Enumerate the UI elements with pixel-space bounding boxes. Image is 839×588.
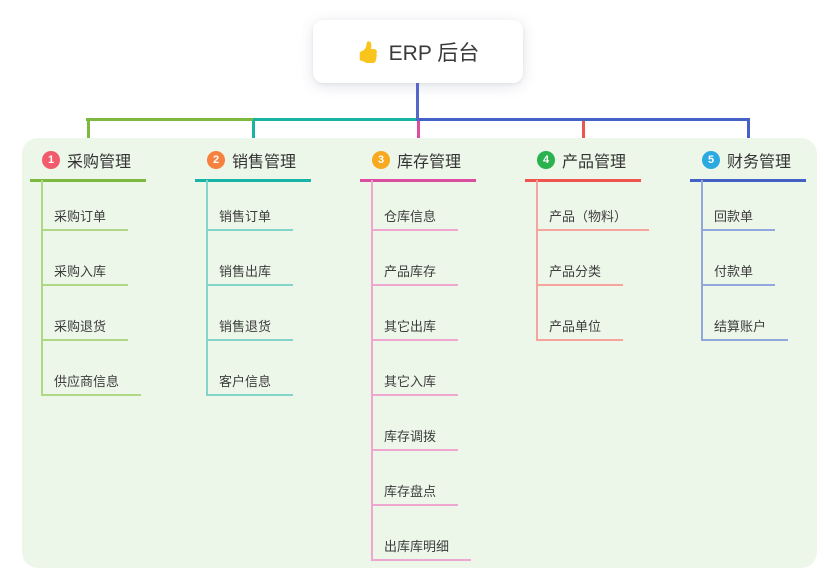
child-node-label: 产品单位 <box>549 319 602 334</box>
child-node-branch-1-item-4[interactable]: 供应商信息 <box>41 369 142 396</box>
branch-number-badge-1: 1 <box>42 151 60 169</box>
child-node-branch-3-item-4[interactable]: 其它入库 <box>371 369 459 396</box>
child-node-label: 销售订单 <box>219 209 272 224</box>
connector-drop-branch-3 <box>416 118 420 144</box>
child-node-label: 采购入库 <box>54 264 107 279</box>
child-node-branch-3-item-5[interactable]: 库存调拨 <box>371 424 459 451</box>
connector-rail-right-blue <box>416 118 750 121</box>
branch-group-5: 5 财务管理回款单付款单结算账户 <box>690 138 806 568</box>
child-node-label: 产品库存 <box>384 264 437 279</box>
connector-drop-branch-5 <box>746 118 750 144</box>
root-title: ERP 后台 <box>388 41 480 65</box>
connector-rail-left-green <box>86 118 255 121</box>
branch-trunk-line-3 <box>371 180 373 561</box>
child-node-label: 其它出库 <box>384 319 437 334</box>
connector-drop-branch-4 <box>581 118 585 144</box>
child-node-label: 结算账户 <box>714 319 767 334</box>
child-node-label: 采购退货 <box>54 319 107 334</box>
branch-number-badge-3: 3 <box>372 151 390 169</box>
branch-trunk-line-2 <box>206 180 208 396</box>
branch-title-label: 产品管理 <box>562 154 627 171</box>
child-node-branch-4-item-3[interactable]: 产品单位 <box>536 314 624 341</box>
branch-title-label: 采购管理 <box>67 154 132 171</box>
branch-node-3[interactable]: 3 库存管理 <box>360 148 476 182</box>
child-node-branch-2-item-1[interactable]: 销售订单 <box>206 204 294 231</box>
child-node-branch-5-item-2[interactable]: 付款单 <box>701 259 776 286</box>
connector-drop-branch-1 <box>86 118 90 144</box>
mindmap-canvas: 1 采购管理采购订单采购入库采购退货供应商信息 2 销售管理销售订单销售出库销售退货客… <box>22 138 817 568</box>
child-node-branch-1-item-2[interactable]: 采购入库 <box>41 259 129 286</box>
branch-number-badge-5: 5 <box>702 151 720 169</box>
connector-rail-mid-teal <box>253 118 419 121</box>
child-node-branch-3-item-3[interactable]: 其它出库 <box>371 314 459 341</box>
branch-title-label: 库存管理 <box>397 154 462 171</box>
child-node-label: 销售出库 <box>219 264 272 279</box>
child-node-branch-4-item-2[interactable]: 产品分类 <box>536 259 624 286</box>
branch-number-badge-2: 2 <box>207 151 225 169</box>
child-node-branch-1-item-1[interactable]: 采购订单 <box>41 204 129 231</box>
connector-drop-branch-2 <box>251 118 255 144</box>
child-node-branch-2-item-2[interactable]: 销售出库 <box>206 259 294 286</box>
branch-group-2: 2 销售管理销售订单销售出库销售退货客户信息 <box>195 138 311 568</box>
branch-number-badge-4: 4 <box>537 151 555 169</box>
child-node-label: 出库库明细 <box>384 539 450 554</box>
child-node-branch-5-item-1[interactable]: 回款单 <box>701 204 776 231</box>
child-node-branch-2-item-4[interactable]: 客户信息 <box>206 369 294 396</box>
child-node-branch-3-item-2[interactable]: 产品库存 <box>371 259 459 286</box>
child-node-label: 库存盘点 <box>384 484 437 499</box>
branch-node-5[interactable]: 5 财务管理 <box>690 148 806 182</box>
child-node-label: 仓库信息 <box>384 209 437 224</box>
branch-group-1: 1 采购管理采购订单采购入库采购退货供应商信息 <box>30 138 146 568</box>
child-node-branch-3-item-1[interactable]: 仓库信息 <box>371 204 459 231</box>
branch-trunk-line-5 <box>701 180 703 341</box>
child-node-branch-1-item-3[interactable]: 采购退货 <box>41 314 129 341</box>
child-node-label: 付款单 <box>714 264 754 279</box>
child-node-label: 销售退货 <box>219 319 272 334</box>
child-node-label: 供应商信息 <box>54 374 120 389</box>
child-node-branch-5-item-3[interactable]: 结算账户 <box>701 314 789 341</box>
child-node-branch-4-item-1[interactable]: 产品（物料） <box>536 204 650 231</box>
branch-group-4: 4 产品管理产品（物料） 产品分类产品单位 <box>525 138 650 568</box>
child-node-branch-3-item-7[interactable]: 出库库明细 <box>371 534 472 561</box>
root-node[interactable]: ERP 后台 <box>313 20 523 83</box>
branch-trunk-line-1 <box>41 180 43 396</box>
connector-root-drop <box>415 83 419 121</box>
branch-group-3: 3 库存管理仓库信息产品库存其它出库其它入库库存调拨库存盘点出库库明细 <box>360 138 476 568</box>
thumbs-up-icon <box>357 40 379 63</box>
child-node-branch-2-item-3[interactable]: 销售退货 <box>206 314 294 341</box>
child-node-label: 产品（物料） <box>549 209 628 224</box>
child-node-branch-3-item-6[interactable]: 库存盘点 <box>371 479 459 506</box>
child-node-label: 回款单 <box>714 209 754 224</box>
child-node-label: 产品分类 <box>549 264 602 279</box>
branch-node-4[interactable]: 4 产品管理 <box>525 148 641 182</box>
branch-title-label: 销售管理 <box>232 154 297 171</box>
child-node-label: 客户信息 <box>219 374 272 389</box>
branch-node-1[interactable]: 1 采购管理 <box>30 148 146 182</box>
child-node-label: 库存调拨 <box>384 429 437 444</box>
branch-title-label: 财务管理 <box>727 154 792 171</box>
child-node-label: 其它入库 <box>384 374 437 389</box>
branch-node-2[interactable]: 2 销售管理 <box>195 148 311 182</box>
branch-trunk-line-4 <box>536 180 538 341</box>
child-node-label: 采购订单 <box>54 209 107 224</box>
